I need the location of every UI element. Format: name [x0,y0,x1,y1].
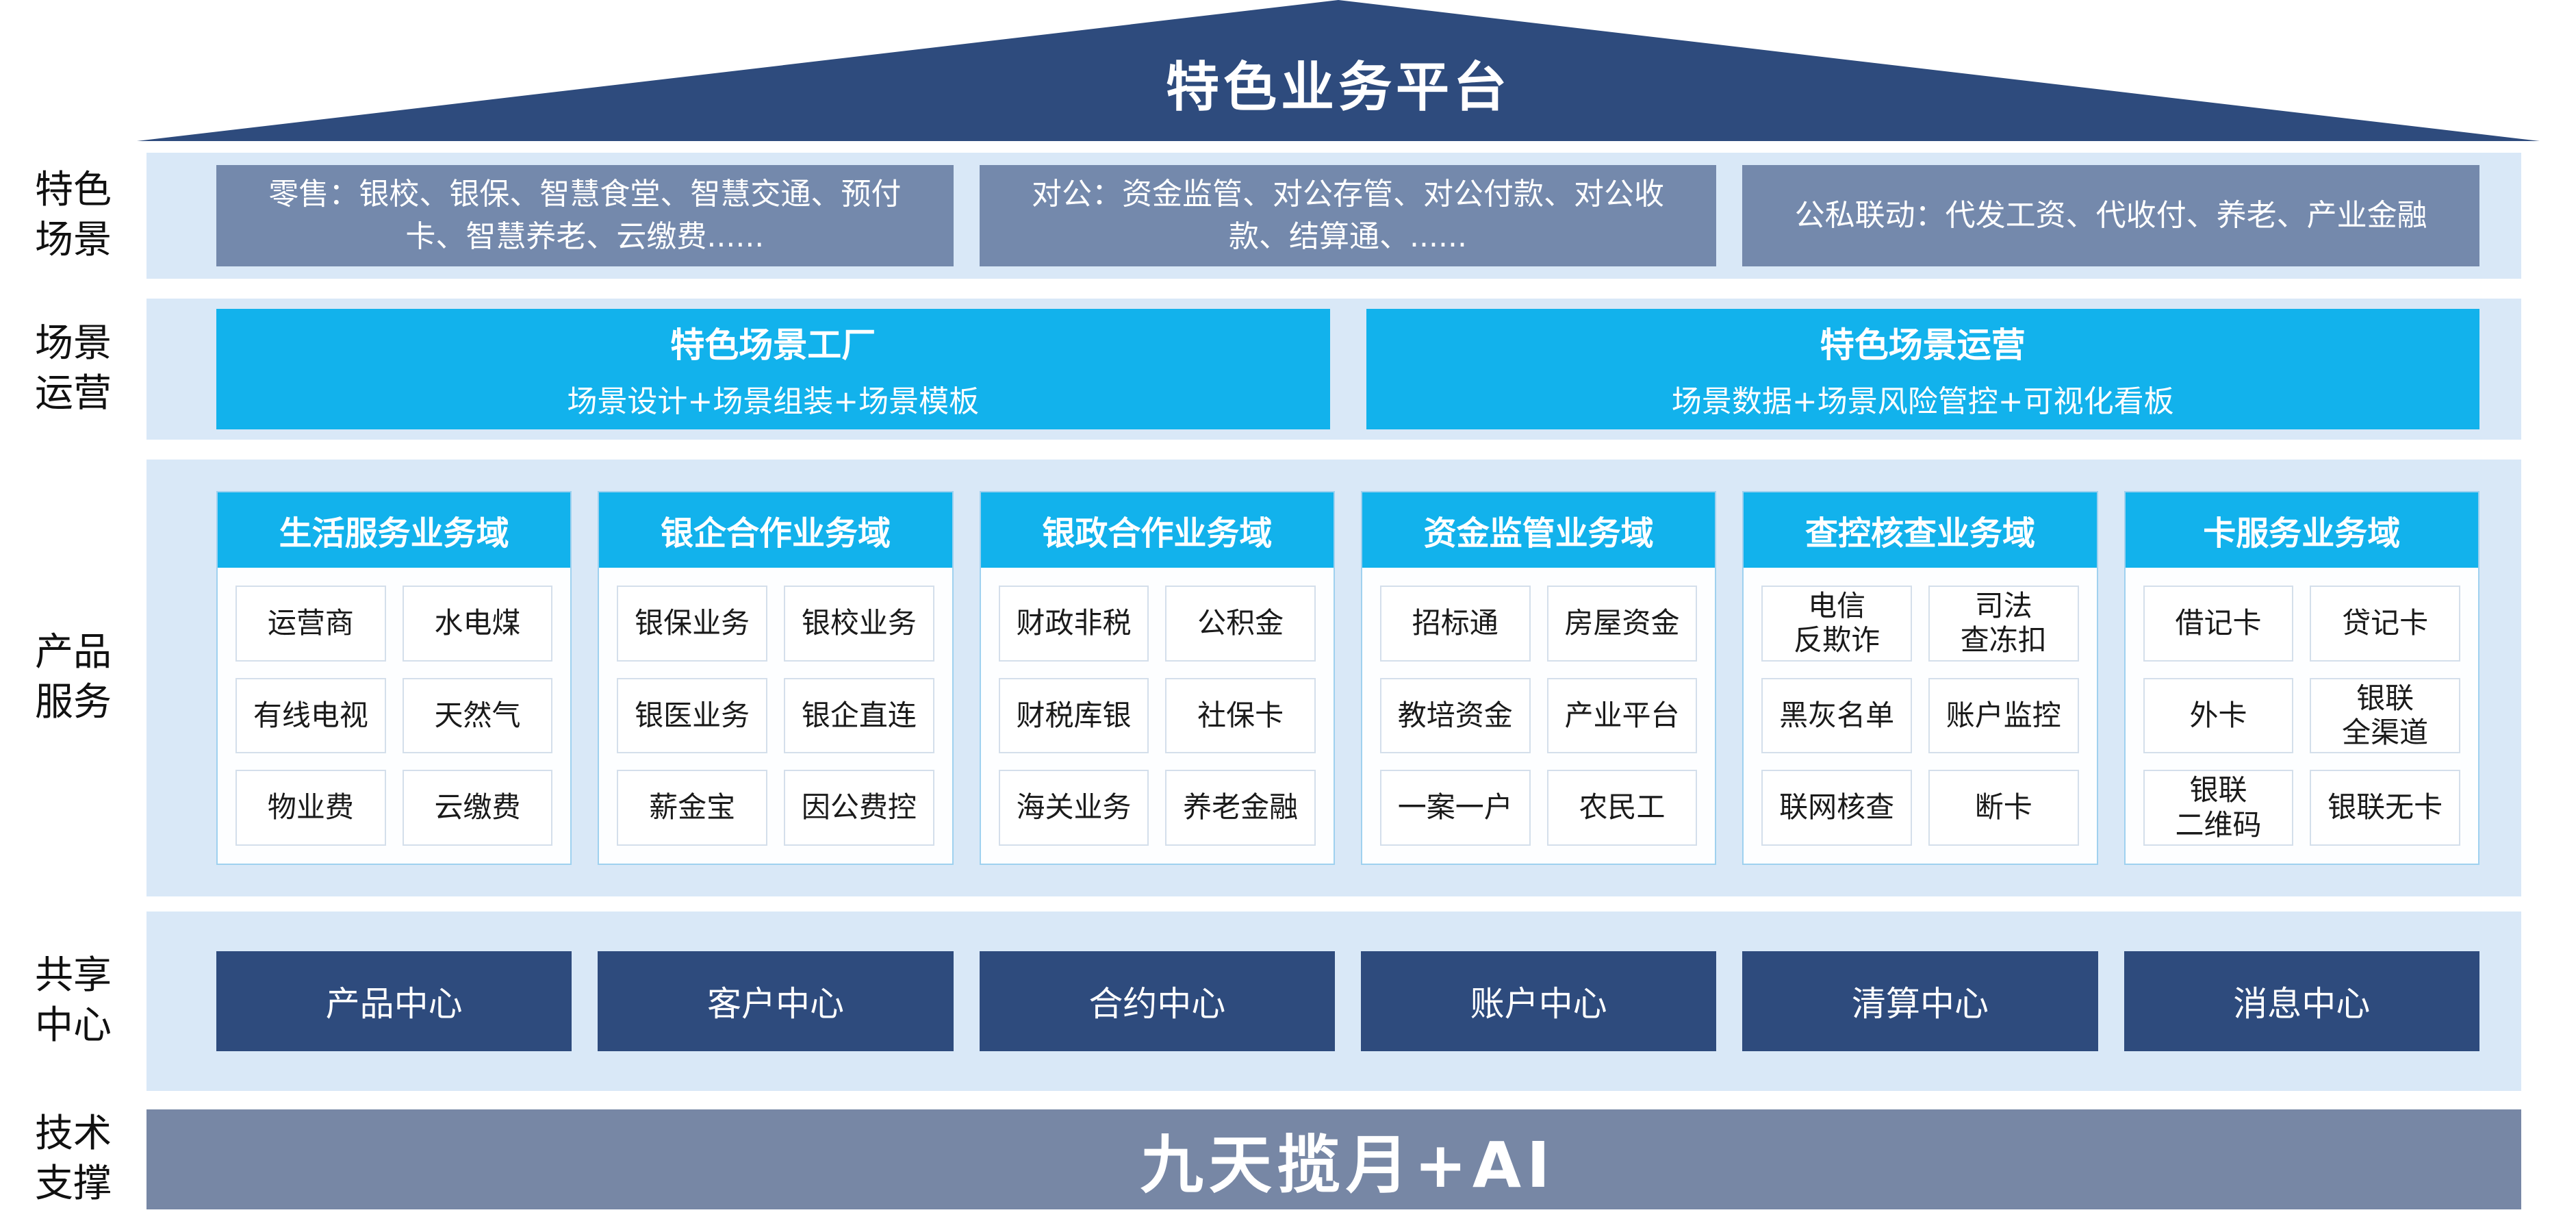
row-label-centers: 共享 中心 [35,953,112,1048]
domain-cell: 银联 二维码 [2143,770,2294,846]
domain-cell: 银保业务 [617,586,767,662]
domain-cell: 黑灰名单 [1761,677,1912,754]
row-label-products: 产品 服务 [35,630,112,725]
band-centers: 产品中心 客户中心 合约中心 账户中心 清算中心 消息中心 [146,912,2521,1091]
domain-cell: 产业平台 [1546,677,1698,754]
domain-cell: 借记卡 [2143,586,2294,662]
domain-card-services: 卡服务业务域 借记卡 贷记卡 外卡 银联 全渠道 银联 二维码 银联无卡 [2124,491,2479,865]
domain-cell: 天然气 [402,677,553,754]
center-box-contract: 合约中心 [979,951,1335,1051]
domain-grid: 电信 反欺诈 司法 查冻扣 黑灰名单 账户监控 联网核查 断卡 [1744,568,2096,864]
center-box-customer: 客户中心 [598,951,954,1051]
center-box-message: 消息中心 [2124,951,2479,1051]
center-box-product: 产品中心 [216,951,572,1051]
domain-cell: 一案一户 [1379,770,1531,846]
domain-grid: 招标通 房屋资金 教培资金 产业平台 一案一户 农民工 [1362,568,1715,864]
row-centers: 共享 中心 产品中心 客户中心 合约中心 账户中心 清算中心 消息中心 [0,912,2521,1091]
domain-header: 银企合作业务域 [599,492,952,568]
tech-bar: 九天揽月+AI [146,1109,2521,1209]
domain-cell: 物业费 [235,770,386,846]
row-label-scenes: 特色 场景 [35,168,112,262]
domain-life-services: 生活服务业务域 运营商 水电煤 有线电视 天然气 物业费 云缴费 [216,491,572,865]
row-scenes: 特色 场景 零售：银校、银保、智慧食堂、智慧交通、预付卡、智慧养老、云缴费...… [0,153,2521,279]
center-box-clearing: 清算中心 [1742,951,2098,1051]
domain-header: 银政合作业务域 [980,492,1334,568]
domain-cell: 云缴费 [402,770,553,846]
domain-cell: 银校业务 [783,586,934,662]
domain-cell: 财税库银 [998,677,1149,754]
domain-cell: 银企直连 [783,677,934,754]
domain-cell: 房屋资金 [1546,586,1698,662]
domain-cell: 贷记卡 [2310,586,2460,662]
domain-cell: 联网核查 [1761,770,1912,846]
domain-header: 资金监管业务域 [1362,492,1716,568]
domain-inquiry-verification: 查控核查业务域 电信 反欺诈 司法 查冻扣 黑灰名单 账户监控 联网核查 断卡 [1742,491,2098,865]
domain-header: 查控核查业务域 [1744,492,2097,568]
domain-header: 卡服务业务域 [2125,492,2478,568]
roof-banner: 特色业务平台 [137,0,2540,141]
domain-cell: 养老金融 [1165,770,1316,846]
scene-factory-subtitle: 场景设计+场景组装+场景模板 [567,384,980,419]
domain-cell: 财政非税 [998,586,1149,662]
scene-factory-box: 特色场景工厂 场景设计+场景组装+场景模板 [216,309,1330,429]
domain-cell: 因公费控 [783,770,934,846]
row-products: 产品 服务 生活服务业务域 运营商 水电煤 有线电视 天然气 物业费 云缴费 银… [0,460,2521,896]
domain-cell: 招标通 [1379,586,1531,662]
domain-cell: 公积金 [1165,586,1316,662]
domain-grid: 财政非税 公积金 财税库银 社保卡 海关业务 养老金融 [981,568,1334,864]
tech-title: 九天揽月+AI [1140,1128,1556,1202]
row-label-operations: 场景 运营 [35,321,112,416]
domain-cell: 有线电视 [235,677,386,754]
domain-cell: 运营商 [235,586,386,662]
domain-grid: 运营商 水电煤 有线电视 天然气 物业费 云缴费 [218,568,570,864]
domain-grid: 借记卡 贷记卡 外卡 银联 全渠道 银联 二维码 银联无卡 [2126,568,2478,864]
domain-cell: 水电煤 [402,586,553,662]
row-label-tech: 技术 支撑 [35,1111,112,1206]
scene-operation-title: 特色场景运营 [1820,325,2026,365]
domain-bank-enterprise: 银企合作业务域 银保业务 银校业务 银医业务 银企直连 薪金宝 因公费控 [598,491,954,865]
domain-cell: 断卡 [1928,770,2079,846]
scene-box-corporate: 对公：资金监管、对公存管、对公付款、对公收款、结算通、...... [979,165,1717,266]
row-tech: 技术 支撑 九天揽月+AI [0,1109,2521,1209]
domain-cell: 账户监控 [1928,677,2079,754]
domain-fund-supervision: 资金监管业务域 招标通 房屋资金 教培资金 产业平台 一案一户 农民工 [1360,491,1717,865]
scene-operation-box: 特色场景运营 场景数据+场景风险管控+可视化看板 [1366,309,2479,429]
domain-grid: 银保业务 银校业务 银医业务 银企直连 薪金宝 因公费控 [599,568,952,864]
domain-cell: 教培资金 [1379,677,1531,754]
domain-cell: 司法 查冻扣 [1928,586,2079,662]
row-operations: 场景 运营 特色场景工厂 场景设计+场景组装+场景模板 特色场景运营 场景数据+… [0,299,2521,440]
band-scenes: 零售：银校、银保、智慧食堂、智慧交通、预付卡、智慧养老、云缴费...... 对公… [146,153,2521,279]
domain-bank-government: 银政合作业务域 财政非税 公积金 财税库银 社保卡 海关业务 养老金融 [979,491,1335,865]
domain-cell: 银联无卡 [2310,770,2460,846]
scene-operation-subtitle: 场景数据+场景风险管控+可视化看板 [1671,384,2174,419]
domain-cell: 海关业务 [998,770,1149,846]
scene-box-retail: 零售：银校、银保、智慧食堂、智慧交通、预付卡、智慧养老、云缴费...... [216,165,954,266]
domain-cell: 农民工 [1546,770,1698,846]
domain-header: 生活服务业务域 [218,492,571,568]
scene-factory-title: 特色场景工厂 [670,325,876,365]
domain-cell: 银联 全渠道 [2310,677,2460,754]
domain-cell: 电信 反欺诈 [1761,586,1912,662]
band-products: 生活服务业务域 运营商 水电煤 有线电视 天然气 物业费 云缴费 银企合作业务域… [146,460,2521,896]
center-box-account: 账户中心 [1360,951,1717,1051]
platform-title: 特色业务平台 [1165,57,1511,118]
domain-cell: 薪金宝 [617,770,767,846]
domain-cell: 社保卡 [1165,677,1316,754]
domain-cell: 银医业务 [617,677,767,754]
band-operations: 特色场景工厂 场景设计+场景组装+场景模板 特色场景运营 场景数据+场景风险管控… [146,299,2521,440]
scene-box-public-private-linkage: 公私联动：代发工资、代收付、养老、产业金融 [1742,165,2480,266]
domain-cell: 外卡 [2143,677,2294,754]
